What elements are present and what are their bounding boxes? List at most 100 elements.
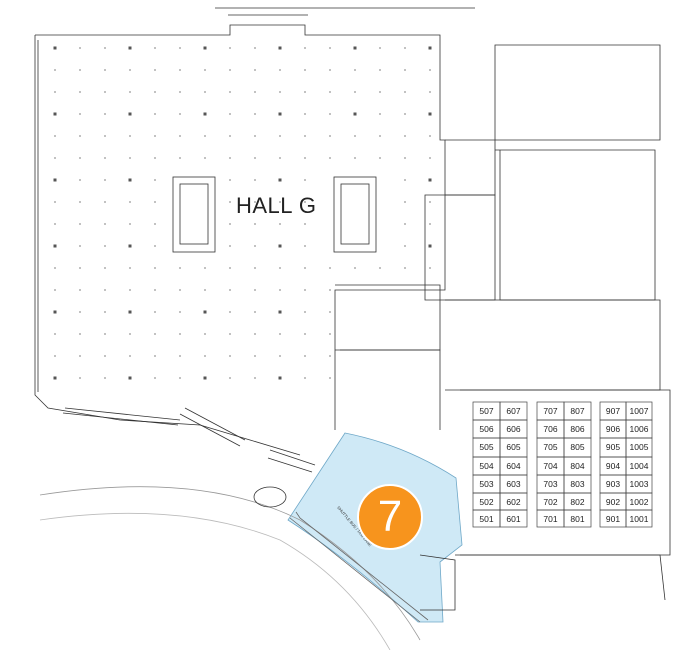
column-dot bbox=[128, 112, 132, 116]
meeting-room-906[interactable]: 906 bbox=[605, 424, 621, 434]
meeting-room-503[interactable]: 503 bbox=[479, 479, 494, 489]
column-dot bbox=[204, 355, 206, 357]
meeting-room-803[interactable]: 803 bbox=[570, 479, 585, 489]
column-dot bbox=[104, 245, 106, 247]
column-dot bbox=[353, 46, 357, 50]
column-dot bbox=[279, 289, 281, 291]
column-dot bbox=[154, 333, 156, 335]
meeting-room-701[interactable]: 701 bbox=[543, 514, 558, 524]
meeting-room-804[interactable]: 804 bbox=[570, 461, 585, 471]
meeting-room-806[interactable]: 806 bbox=[570, 424, 585, 434]
meeting-room-606[interactable]: 606 bbox=[506, 424, 521, 434]
column-dot bbox=[204, 69, 206, 71]
column-dot bbox=[154, 179, 156, 181]
meeting-room-605[interactable]: 605 bbox=[506, 442, 521, 452]
column-dot bbox=[229, 91, 231, 93]
meeting-room-902[interactable]: 902 bbox=[605, 497, 621, 507]
meeting-room-507[interactable]: 507 bbox=[479, 406, 494, 416]
meeting-room-603[interactable]: 603 bbox=[506, 479, 521, 489]
meeting-room-801[interactable]: 801 bbox=[570, 514, 585, 524]
column-dot bbox=[404, 69, 406, 71]
room-outline bbox=[625, 509, 653, 528]
meeting-room-607[interactable]: 607 bbox=[506, 406, 521, 416]
column-dot bbox=[304, 355, 306, 357]
column-dot bbox=[304, 47, 306, 49]
meeting-room-1005[interactable]: 1005 bbox=[629, 442, 649, 452]
zone-marker-7[interactable]: 7 bbox=[357, 484, 423, 550]
column-dot bbox=[279, 135, 281, 137]
column-dot bbox=[304, 91, 306, 93]
meeting-room-903[interactable]: 903 bbox=[605, 479, 621, 489]
meeting-room-704[interactable]: 704 bbox=[543, 461, 558, 471]
meeting-room-707[interactable]: 707 bbox=[543, 406, 558, 416]
column-dot bbox=[104, 47, 106, 49]
column-dot bbox=[204, 135, 206, 137]
column-dot bbox=[229, 245, 231, 247]
column-dot bbox=[379, 135, 381, 137]
meeting-room-1006[interactable]: 1006 bbox=[629, 424, 649, 434]
meeting-room-702[interactable]: 702 bbox=[543, 497, 558, 507]
column-dot bbox=[104, 69, 106, 71]
column-dot bbox=[53, 46, 57, 50]
meeting-room-703[interactable]: 703 bbox=[543, 479, 558, 489]
column-dot bbox=[179, 135, 181, 137]
meeting-room-1001[interactable]: 1001 bbox=[629, 514, 649, 524]
column-dot bbox=[154, 355, 156, 357]
column-dot bbox=[54, 135, 56, 137]
meeting-room-501[interactable]: 501 bbox=[479, 514, 494, 524]
column-dot bbox=[379, 47, 381, 49]
column-dot bbox=[129, 289, 131, 291]
meeting-room-506[interactable]: 506 bbox=[479, 424, 494, 434]
column-dot bbox=[329, 289, 331, 291]
column-dot bbox=[179, 91, 181, 93]
column-dot bbox=[229, 135, 231, 137]
column-dot bbox=[79, 333, 81, 335]
column-dot bbox=[304, 135, 306, 137]
meeting-room-602[interactable]: 602 bbox=[506, 497, 521, 507]
meeting-room-502[interactable]: 502 bbox=[479, 497, 494, 507]
column-dot bbox=[254, 333, 256, 335]
meeting-room-802[interactable]: 802 bbox=[570, 497, 585, 507]
meeting-room-901[interactable]: 901 bbox=[605, 514, 621, 524]
column-dot bbox=[203, 46, 207, 50]
column-dot bbox=[104, 377, 106, 379]
column-dot bbox=[53, 178, 57, 182]
meeting-room-907[interactable]: 907 bbox=[605, 406, 621, 416]
meeting-room-1004[interactable]: 1004 bbox=[629, 461, 649, 471]
meeting-room-504[interactable]: 504 bbox=[479, 461, 494, 471]
meeting-room-905[interactable]: 905 bbox=[605, 442, 621, 452]
column-dot bbox=[53, 112, 57, 116]
column-dot bbox=[254, 179, 256, 181]
column-dot bbox=[404, 135, 406, 137]
column-dot bbox=[53, 376, 57, 380]
column-dot bbox=[104, 135, 106, 137]
meeting-room-705[interactable]: 705 bbox=[543, 442, 558, 452]
column-dot bbox=[429, 91, 431, 93]
meeting-room-1007[interactable]: 1007 bbox=[629, 406, 649, 416]
meeting-room-904[interactable]: 904 bbox=[605, 461, 621, 471]
column-dot bbox=[354, 157, 356, 159]
column-dot bbox=[79, 69, 81, 71]
column-dot bbox=[179, 47, 181, 49]
hall-g-label: HALL G bbox=[236, 193, 317, 218]
column-dot bbox=[304, 289, 306, 291]
meeting-room-706[interactable]: 706 bbox=[543, 424, 558, 434]
column-dot bbox=[79, 91, 81, 93]
meeting-room-807[interactable]: 807 bbox=[570, 406, 585, 416]
column-dot bbox=[279, 91, 281, 93]
column-dot bbox=[229, 47, 231, 49]
column-dot bbox=[129, 355, 131, 357]
column-dot bbox=[379, 113, 381, 115]
meeting-room-505[interactable]: 505 bbox=[479, 442, 494, 452]
walls bbox=[34, 7, 671, 650]
meeting-room-805[interactable]: 805 bbox=[570, 442, 585, 452]
meeting-room-604[interactable]: 604 bbox=[506, 461, 521, 471]
column-dot bbox=[229, 69, 231, 71]
meeting-room-601[interactable]: 601 bbox=[506, 514, 521, 524]
column-dot bbox=[204, 157, 206, 159]
meeting-room-1002[interactable]: 1002 bbox=[629, 497, 649, 507]
column-dot bbox=[329, 377, 331, 379]
column-dot bbox=[179, 69, 181, 71]
column-dot bbox=[79, 311, 81, 313]
meeting-room-1003[interactable]: 1003 bbox=[629, 479, 649, 489]
